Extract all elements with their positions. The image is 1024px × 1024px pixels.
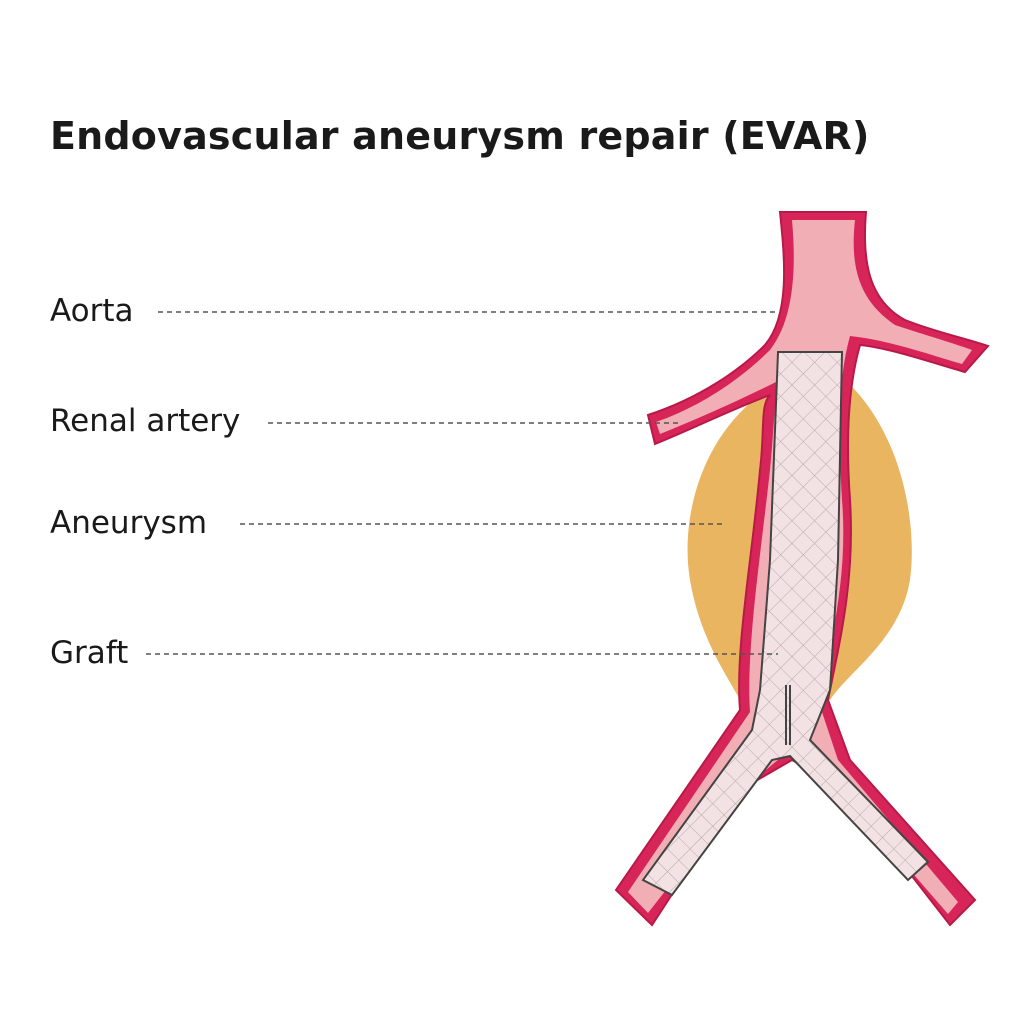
label-aneurysm: Aneurysm (50, 505, 208, 541)
graft-bifurcation-seam (785, 685, 791, 745)
diagram-title: Endovascular aneurysm repair (EVAR) (50, 114, 870, 158)
label-graft: Graft (50, 635, 129, 671)
stent-graft (641, 351, 930, 897)
label-renal-artery: Renal artery (50, 403, 241, 439)
label-aorta: Aorta (50, 293, 134, 329)
